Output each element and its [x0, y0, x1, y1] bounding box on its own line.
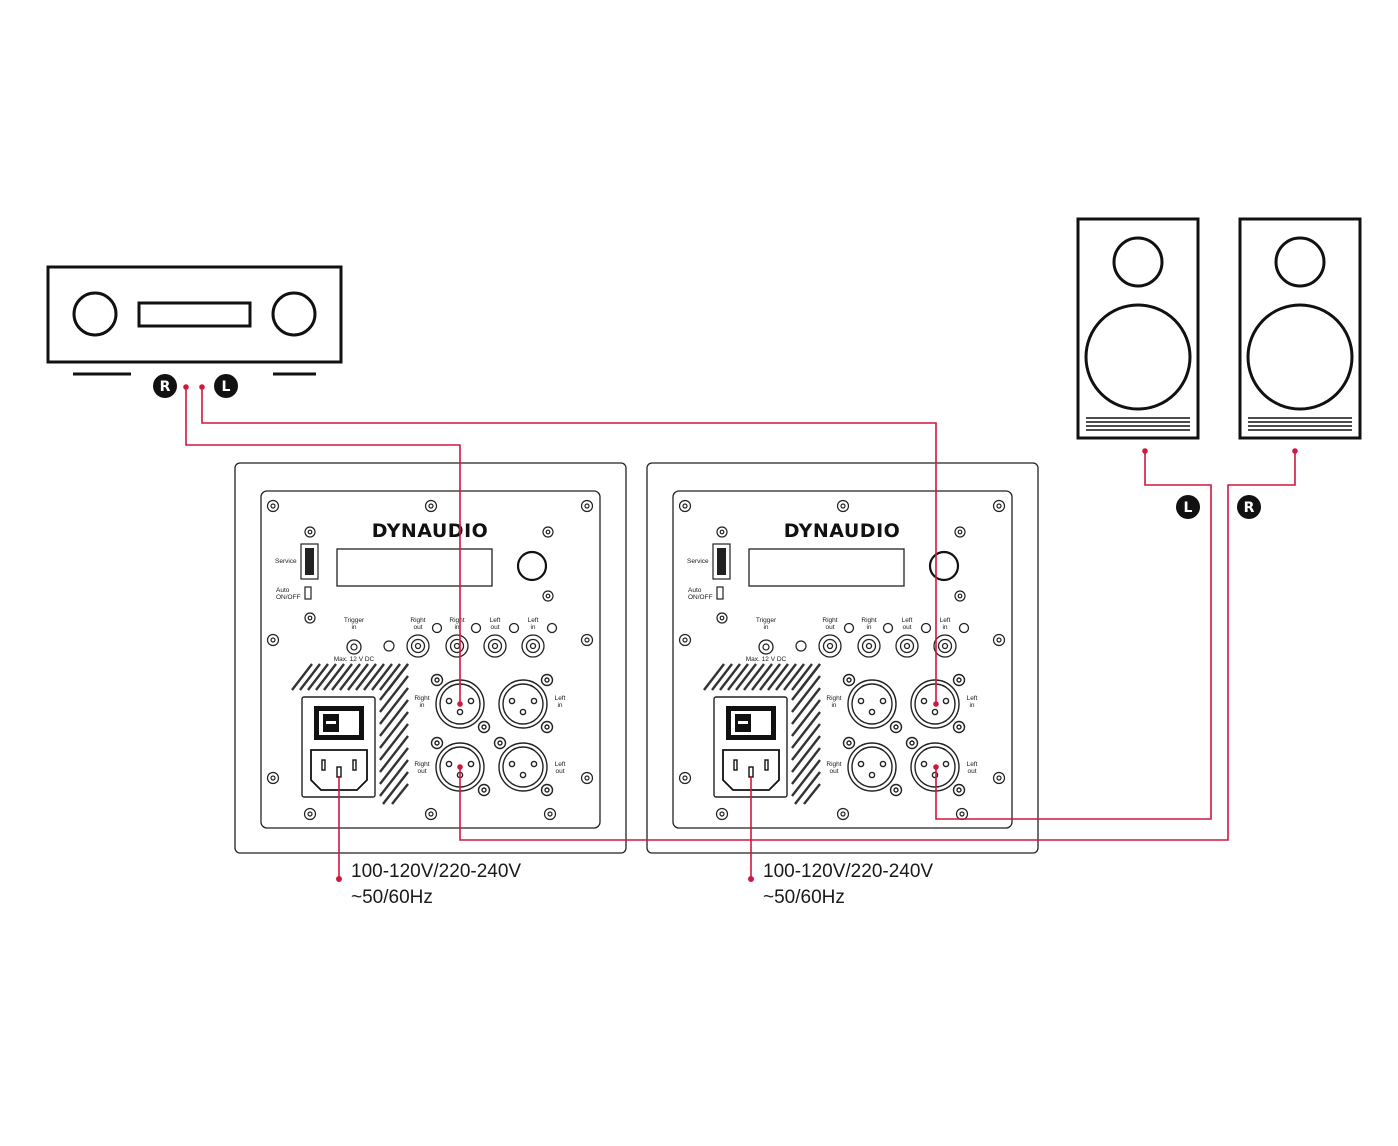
xlr-left-in-label: Left — [967, 695, 978, 702]
signal-cables — [185, 387, 1296, 841]
brand-logo: DYNAUDIO — [784, 520, 901, 542]
service-label: Service — [687, 558, 709, 565]
rca-right-in-label-2: in — [454, 624, 459, 631]
rca-left-out-label-2: out — [490, 624, 499, 631]
xlr-left-out-label-2: out — [967, 768, 976, 775]
speaker-right — [1238, 217, 1362, 440]
trigger-label: Trigger — [756, 617, 777, 624]
xlr-left-out-label: Left — [967, 761, 978, 768]
amplifier — [46, 265, 343, 376]
rca-right-in-label: Right — [449, 617, 464, 624]
xlr-right-in-label: Right — [826, 695, 841, 702]
rca-right-out-label-2: out — [413, 624, 422, 631]
speaker-left — [1076, 217, 1200, 440]
amp-badge-r: R — [153, 374, 177, 398]
rca-right-in-label: Right — [861, 617, 876, 624]
auto-label-2: ON/OFF — [276, 594, 301, 601]
xlr-left-in-label-2: in — [969, 702, 974, 709]
rca-left-in-label: Left — [940, 617, 951, 624]
xlr-left-in-label-2: in — [557, 702, 562, 709]
power-spec-label: 100-120V/220-240V — [763, 861, 933, 882]
max-dc-label: Max. 12 V DC — [334, 656, 375, 663]
xlr-right-out-label-2: out — [829, 768, 838, 775]
rca-left-out-label-2: out — [902, 624, 911, 631]
power-spec-label: 100-120V/220-240V — [351, 861, 521, 882]
svg-text:R: R — [1244, 500, 1255, 516]
rca-left-out-label: Left — [490, 617, 501, 624]
rca-left-in-label-2: in — [942, 624, 947, 631]
trigger-label-2: in — [351, 624, 356, 631]
xlr-right-in-label-2: in — [419, 702, 424, 709]
auto-label-2: ON/OFF — [688, 594, 713, 601]
rca-left-in-label: Left — [528, 617, 539, 624]
rca-right-out-label: Right — [822, 617, 837, 624]
xlr-left-out-label-2: out — [555, 768, 564, 775]
cable-terminals — [183, 384, 1298, 770]
power-freq-label: ~50/60Hz — [763, 887, 845, 908]
brand-logo: DYNAUDIO — [372, 520, 489, 542]
speaker-badge-r: R — [1237, 495, 1261, 519]
xlr-right-in-label: Right — [414, 695, 429, 702]
speaker-badge-l: L — [1176, 495, 1200, 519]
xlr-right-in-label-2: in — [831, 702, 836, 709]
auto-label: Auto — [276, 587, 290, 594]
xlr-left-in-label: Left — [555, 695, 566, 702]
xlr-left-out-label: Left — [555, 761, 566, 768]
trigger-label: Trigger — [344, 617, 365, 624]
service-label: Service — [275, 558, 297, 565]
rca-right-out-label-2: out — [825, 624, 834, 631]
auto-label: Auto — [688, 587, 702, 594]
xlr-right-out-label-2: out — [417, 768, 426, 775]
rca-right-in-label-2: in — [866, 624, 871, 631]
svg-text:L: L — [222, 379, 231, 395]
xlr-right-out-label: Right — [826, 761, 841, 768]
svg-text:L: L — [1184, 500, 1193, 516]
amp-panel-left: DYNAUDIO Service Auto ON/OFF Trigger in … — [234, 462, 627, 908]
amp-panel-right: DYNAUDIO Service Auto ON/OFF Trigger in … — [646, 462, 1039, 908]
trigger-label-2: in — [763, 624, 768, 631]
rca-right-out-label: Right — [410, 617, 425, 624]
rca-left-out-label: Left — [902, 617, 913, 624]
power-freq-label: ~50/60Hz — [351, 887, 433, 908]
xlr-right-out-label: Right — [414, 761, 429, 768]
max-dc-label: Max. 12 V DC — [746, 656, 787, 663]
amp-badge-l: L — [214, 374, 238, 398]
svg-text:R: R — [160, 379, 171, 395]
rca-left-in-label-2: in — [530, 624, 535, 631]
